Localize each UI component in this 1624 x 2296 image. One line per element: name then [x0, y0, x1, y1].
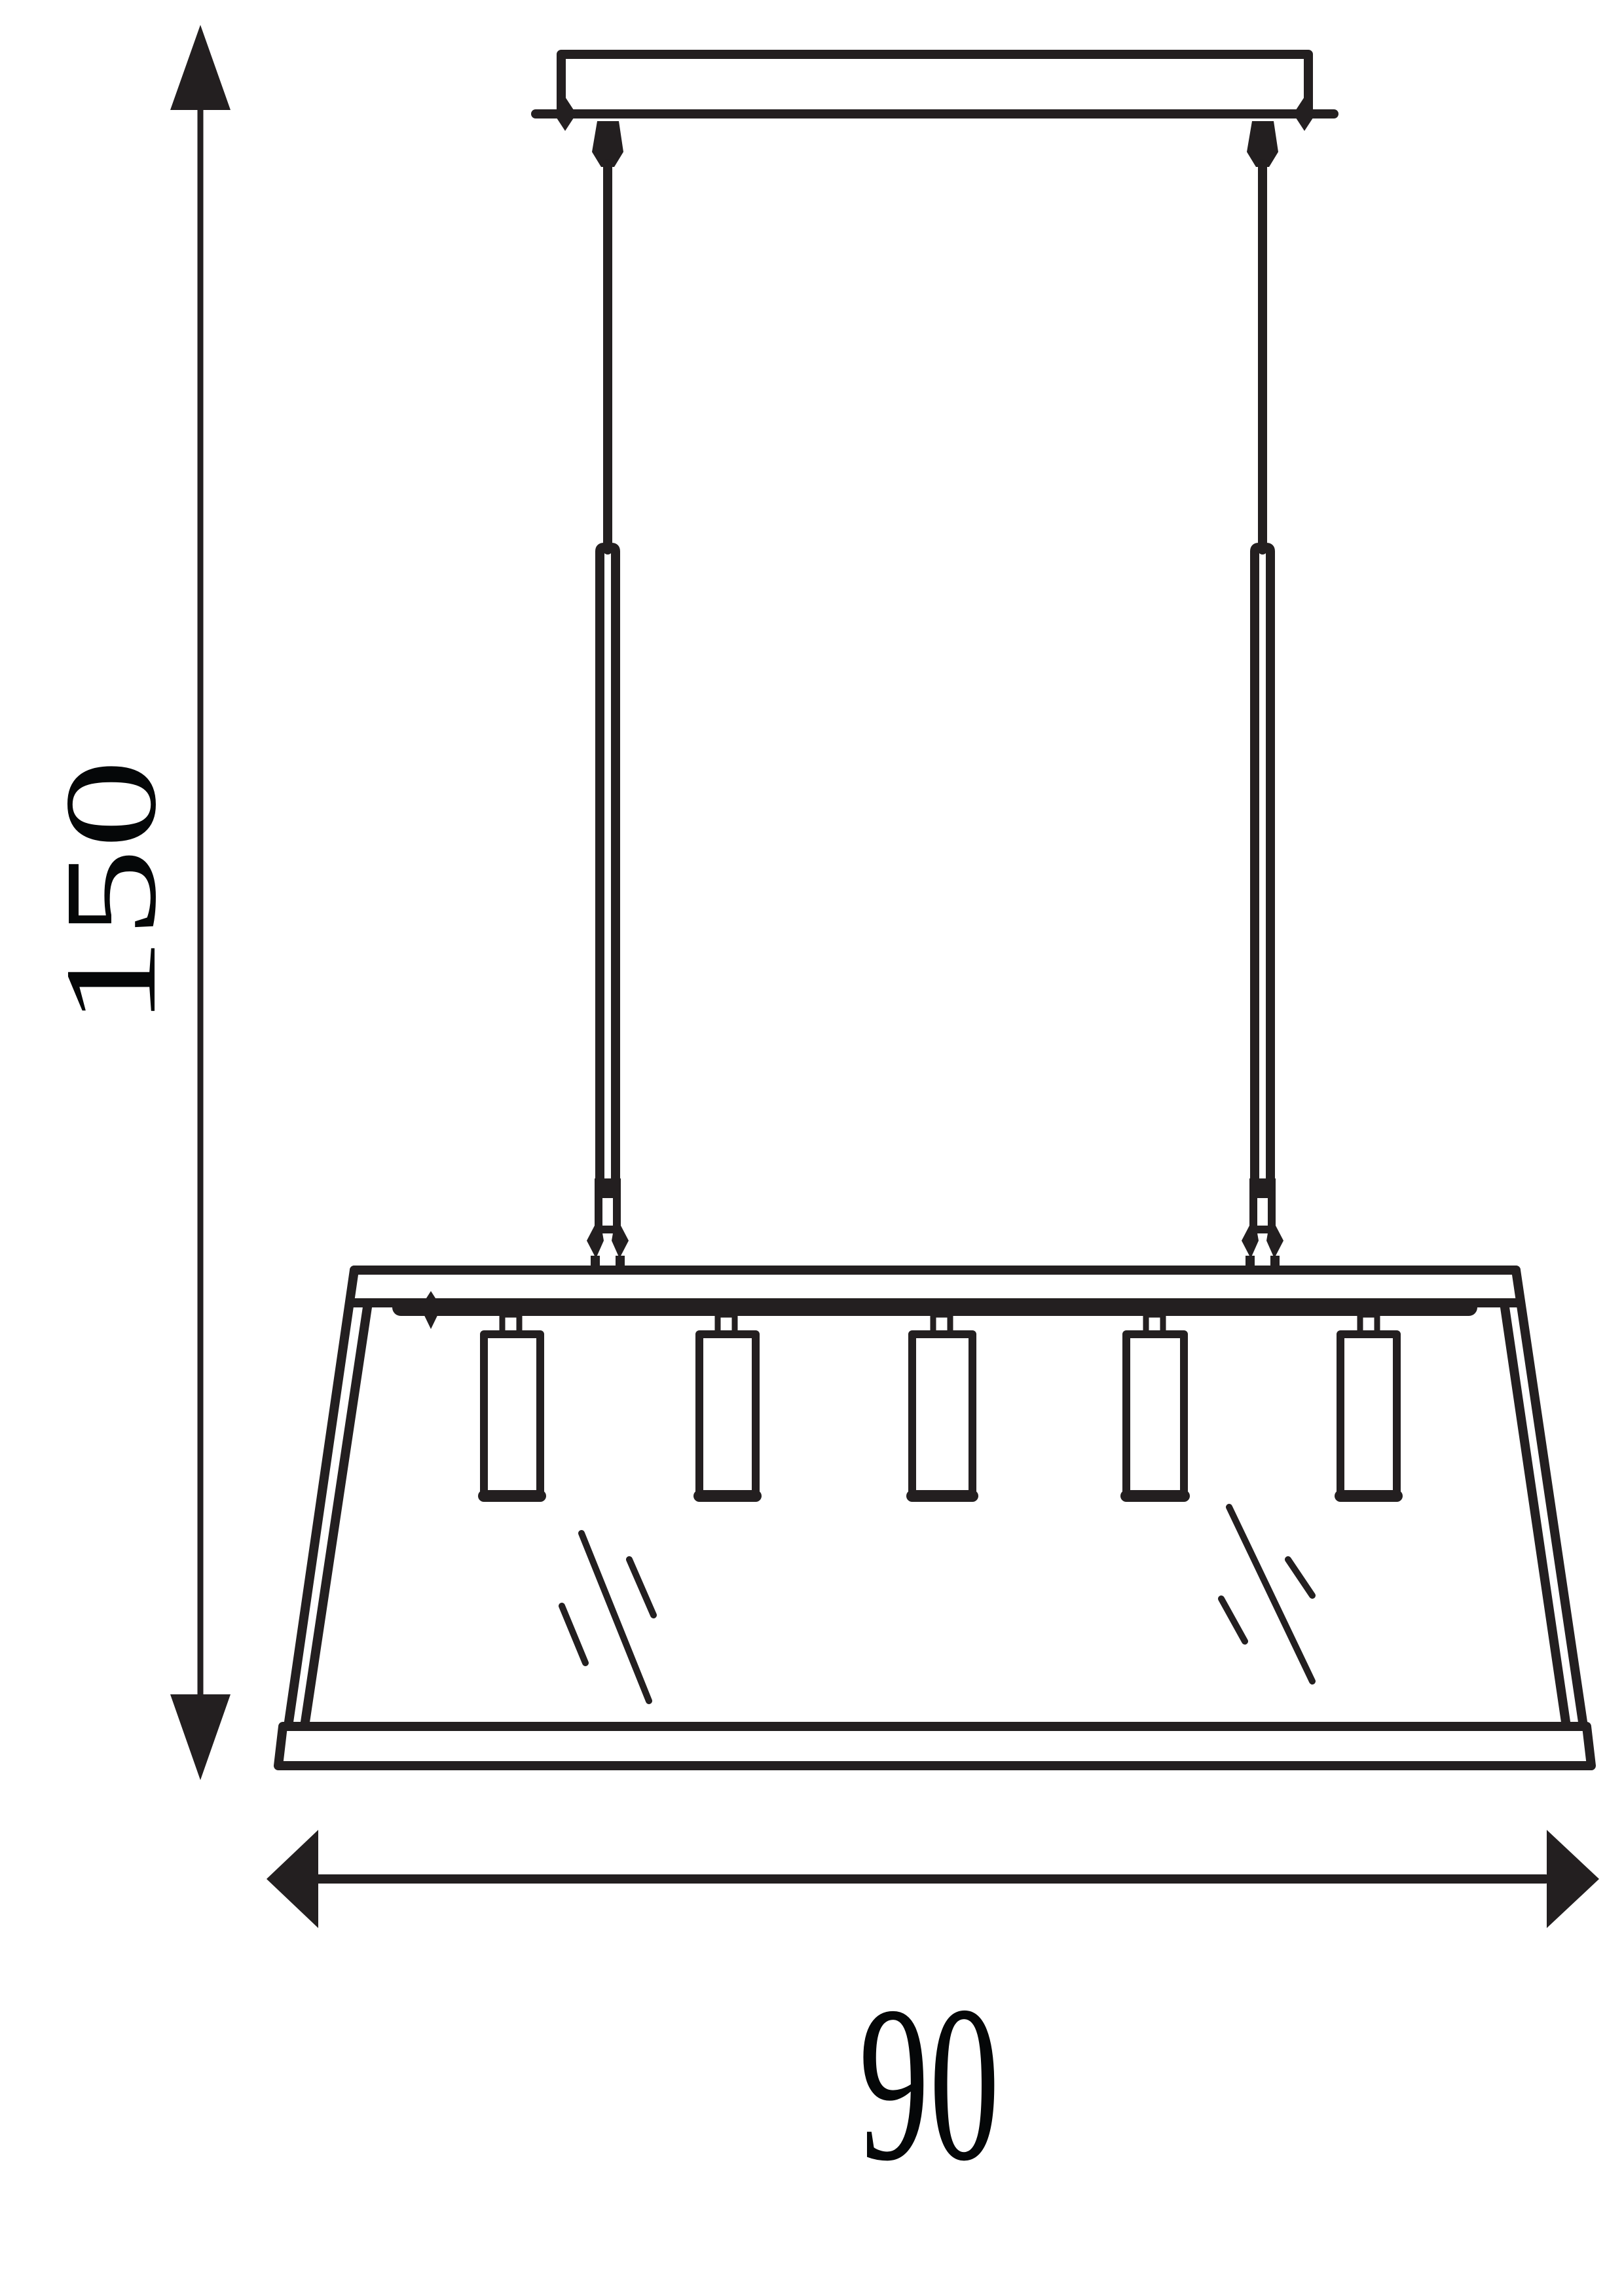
shade-body: [480, 1330, 544, 1499]
clamp-left-b-icon: [612, 1226, 629, 1258]
shade-2: [693, 1311, 762, 1502]
top-connector-left-icon: [592, 121, 623, 167]
reflection-short: [626, 1556, 657, 1618]
arrow-up-icon: [170, 25, 231, 110]
connector-block-left: [595, 1190, 621, 1233]
shade-body: [695, 1330, 760, 1499]
canopy: [531, 50, 1338, 131]
arrow-right-icon: [1547, 1830, 1599, 1928]
rail-end-clip-icon: [420, 1291, 441, 1329]
shades: [478, 1311, 1403, 1502]
glass-reflections-right: [1218, 1504, 1316, 1685]
reflection-short: [1285, 1556, 1316, 1599]
shade-5: [1335, 1311, 1403, 1502]
shade-body: [908, 1330, 976, 1499]
suspension-left: [587, 121, 629, 1270]
connector-block-right: [1249, 1190, 1276, 1233]
shade-3: [906, 1311, 978, 1502]
shade-4: [1120, 1311, 1190, 1502]
sleeve-left: [595, 543, 620, 1186]
glass-reflections-left: [559, 1530, 657, 1704]
width-dimension: 90: [267, 1830, 1599, 2207]
reflection-short: [559, 1603, 589, 1666]
top-connector-right-icon: [1247, 121, 1278, 167]
frame-right-outer: [1511, 1266, 1588, 1731]
canopy-clip-right-icon: [1293, 97, 1316, 131]
clamp-right-a-icon: [1242, 1226, 1259, 1258]
fixture-frame: [274, 1266, 1596, 1770]
reflection-long: [1226, 1504, 1316, 1685]
base-plate: [274, 1722, 1596, 1770]
sleeve-right: [1250, 543, 1275, 1186]
suspension-right: [1242, 121, 1283, 1270]
height-dimension: 150: [38, 25, 231, 1780]
height-label: 150: [38, 759, 183, 1027]
shade-body: [1122, 1330, 1188, 1499]
reflection-long: [578, 1530, 652, 1704]
arrow-left-icon: [267, 1830, 318, 1928]
canopy-body: [557, 50, 1313, 118]
width-label: 90: [858, 1961, 999, 2208]
clamp-right-b-icon: [1266, 1226, 1283, 1258]
shade-body: [1337, 1330, 1401, 1499]
canopy-clip-left-icon: [554, 97, 576, 131]
reflection-short: [1218, 1595, 1248, 1645]
shade-1: [478, 1311, 546, 1502]
frame-left-outer: [284, 1266, 359, 1731]
frame-left-inner: [300, 1298, 373, 1731]
clamp-left-a-icon: [587, 1226, 604, 1258]
arrow-down-icon: [170, 1694, 231, 1780]
frame-right-inner: [1500, 1298, 1571, 1731]
